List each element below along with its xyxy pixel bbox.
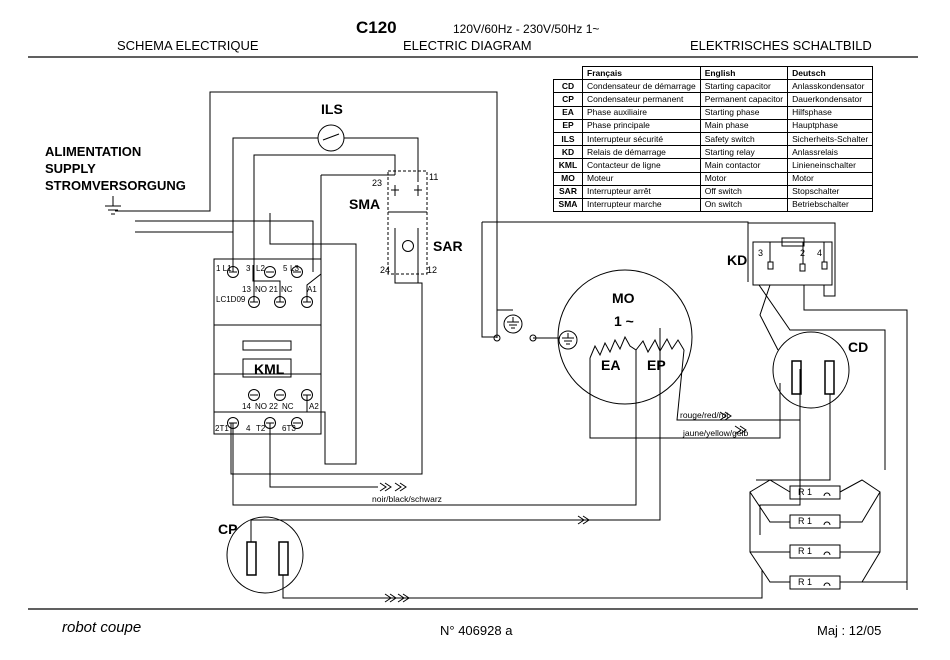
document-number: N° 406928 a <box>440 623 513 638</box>
kd-label: KD <box>727 252 748 268</box>
legend-code: CD <box>553 79 583 94</box>
ils-label: ILS <box>321 101 343 117</box>
legend-header-de: Deutsch <box>787 65 874 81</box>
revision-date: Maj : 12/05 <box>817 623 882 638</box>
switch-terminal-23: 23 <box>372 178 383 188</box>
supply-label: ALIMENTATION SUPPLY STROMVERSORGUNG <box>45 143 186 194</box>
terminal-no-top: NO <box>255 285 267 294</box>
supply-wires <box>105 91 498 335</box>
legend-de: Dauerkondensator <box>787 92 874 107</box>
ils-circuit <box>232 124 419 302</box>
wire-label-yellow: jaune/yellow/gelb <box>683 428 749 438</box>
resistor-ladder <box>749 479 907 590</box>
legend-code: SMA <box>553 197 583 213</box>
legend-corner <box>553 66 583 81</box>
legend-header-en: English <box>699 65 789 81</box>
resistor-label: R 1 <box>798 577 813 587</box>
terminal-4: 4 <box>246 424 251 433</box>
terminal-nc-bottom: NC <box>282 402 294 411</box>
wire-label-black: noir/black/schwarz <box>372 494 442 504</box>
kd-terminal-2: 2 <box>800 248 806 258</box>
legend-de: Anlasskondensator <box>787 79 874 94</box>
terminal-13: 13 <box>242 285 251 294</box>
cp-capacitor <box>226 328 763 599</box>
kd-relay <box>748 222 908 590</box>
terminal-14: 14 <box>242 402 251 411</box>
legend-code: CP <box>553 92 583 107</box>
terminal-t2: T2 <box>256 424 266 433</box>
model-name: C120 <box>356 18 397 37</box>
legend-en: On switch <box>699 197 789 213</box>
resistor-label: R 1 <box>798 516 813 526</box>
switch-terminal-24: 24 <box>380 265 391 275</box>
wire-label-red: rouge/red/rot <box>680 410 729 420</box>
resistor-label: R 1 <box>798 546 813 556</box>
kml-label: KML <box>254 361 285 377</box>
title-french: SCHEMA ELECTRIQUE <box>117 38 259 53</box>
ground-terminals <box>493 309 578 350</box>
cd-label: CD <box>848 339 869 355</box>
switch-terminal-12: 12 <box>427 265 438 275</box>
legend-en: Starting phase <box>699 105 789 120</box>
terminal-l3: L3 <box>290 264 299 273</box>
terminal-a1: A1 <box>307 285 317 294</box>
terminal-5: 5 <box>283 264 288 273</box>
sar-label: SAR <box>433 238 463 254</box>
terminal-2t1: 2T1 <box>215 424 229 433</box>
terminal-3: 3 <box>246 264 251 273</box>
resistor-symbols <box>823 492 831 587</box>
terminal-6t3: 6T3 <box>282 424 296 433</box>
mo-phase-label: 1 ~ <box>614 313 634 329</box>
sma-label: SMA <box>349 196 381 212</box>
supply-label-fr: ALIMENTATION <box>45 144 142 159</box>
terminal-nc-top: NC <box>281 285 293 294</box>
terminal-no-bottom: NO <box>255 402 267 411</box>
mo-label: MO <box>612 290 635 306</box>
supply-label-en: SUPPLY <box>45 161 96 176</box>
legend-de: Betriebschalter <box>787 197 874 213</box>
terminal-a2: A2 <box>309 402 319 411</box>
title-english: ELECTRIC DIAGRAM <box>403 38 532 53</box>
supply-label-de: STROMVERSORGUNG <box>45 178 186 193</box>
title-german: ELEKTRISCHES SCHALTBILD <box>690 38 872 53</box>
legend-fr: Condensateur de démarrage <box>582 79 701 94</box>
cp-label: CP <box>218 521 238 537</box>
switch-terminal-11: 11 <box>429 172 439 182</box>
ea-label: EA <box>601 357 621 373</box>
legend-de: Hilfsphase <box>787 105 874 120</box>
sma-sar-switch <box>230 165 428 475</box>
terminal-l2: L2 <box>256 264 265 273</box>
motor-mo <box>232 221 801 506</box>
wire-chevrons <box>379 411 747 603</box>
terminal-l1: 1 L1 <box>216 264 232 273</box>
voltage-spec: 120V/60Hz - 230V/50Hz 1~ <box>453 22 600 36</box>
legend-en: Starting capacitor <box>699 79 789 94</box>
brand-logo: robot coupe <box>62 619 142 636</box>
legend-en: Permanent capacitor <box>699 92 789 107</box>
terminal-22: 22 <box>269 402 278 411</box>
cd-capacitor <box>756 331 850 535</box>
kd-terminal-4: 4 <box>817 248 823 258</box>
contactor-ref: LC1D09 <box>216 295 246 304</box>
ep-label: EP <box>647 357 666 373</box>
legend-code: EA <box>553 105 583 120</box>
kml-contactor <box>213 258 322 435</box>
resistor-label: R 1 <box>798 487 813 497</box>
kd-terminal-3: 3 <box>758 248 764 258</box>
black-wire <box>269 423 378 488</box>
kml-terminal-screws <box>227 266 313 429</box>
terminal-21: 21 <box>269 285 278 294</box>
legend-header-row: Français English Deutsch <box>553 65 874 81</box>
